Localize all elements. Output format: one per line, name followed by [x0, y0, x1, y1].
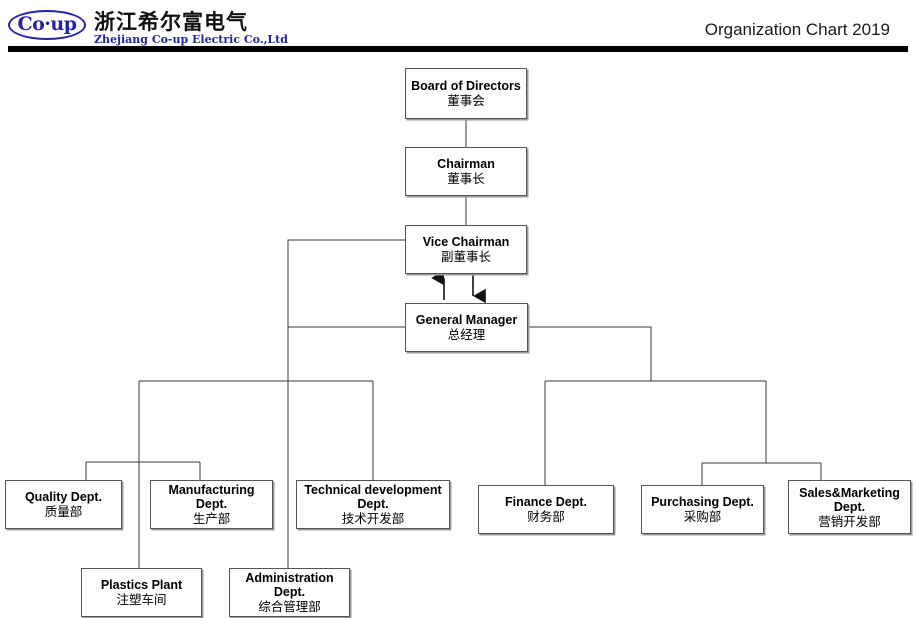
node-finance-dept[interactable]: Finance Dept. 财务部	[478, 485, 614, 534]
node-label-en: Administration Dept.	[245, 571, 334, 599]
edge-gm-right-stub	[528, 326, 652, 381]
header-divider	[8, 46, 908, 52]
company-name-chinese: 浙江希尔富电气	[94, 10, 248, 34]
node-label-en: Finance Dept.	[505, 495, 587, 509]
node-label-en: Vice Chairman	[422, 235, 510, 249]
node-label-en: Manufacturing Dept.	[168, 483, 255, 511]
node-label-cn: 综合管理部	[258, 599, 321, 614]
node-plastics-plant[interactable]: Plastics Plant 注塑车间	[81, 568, 202, 617]
node-chairman[interactable]: Chairman 董事长	[405, 147, 527, 196]
page-title: Organization Chart 2019	[704, 20, 890, 39]
node-administration-dept[interactable]: Administration Dept. 综合管理部	[229, 568, 350, 617]
node-general-manager[interactable]: General Manager 总经理	[405, 303, 528, 352]
node-quality-dept[interactable]: Quality Dept. 质量部	[5, 480, 122, 529]
node-label-cn: 财务部	[527, 509, 565, 524]
org-chart-connectors	[85, 119, 822, 568]
node-vice-chairman[interactable]: Vice Chairman 副董事长	[405, 225, 527, 274]
node-label-cn: 副董事长	[440, 249, 491, 264]
node-label-cn: 技术开发部	[341, 511, 405, 526]
page-header: Co·up 浙江希尔富电气 Zhejiang Co-up Electric Co…	[0, 0, 916, 56]
edge-vice-to-administration	[287, 239, 405, 568]
node-label-cn: 注塑车间	[116, 592, 167, 607]
company-name-english: Zhejiang Co-up Electric Co.,Ltd	[94, 33, 288, 46]
node-technical-development-dept[interactable]: Technical development Dept. 技术开发部	[296, 480, 450, 529]
company-logo: Co·up 浙江希尔富电气 Zhejiang Co-up Electric Co…	[8, 4, 288, 46]
node-label-cn: 质量部	[44, 504, 83, 519]
node-manufacturing-dept[interactable]: Manufacturing Dept. 生产部	[150, 480, 273, 529]
node-label-cn: 董事长	[447, 171, 485, 186]
node-label-en: Quality Dept.	[24, 490, 103, 504]
logo-mark-text: Co·up	[17, 12, 77, 35]
node-purchasing-dept[interactable]: Purchasing Dept. 采购部	[641, 485, 764, 534]
node-label-cn: 董事会	[447, 93, 485, 108]
node-label-cn: 采购部	[683, 509, 722, 524]
org-chart-canvas: Board of Directors 董事会 Chairman 董事长 Vice…	[0, 56, 916, 618]
node-label-en: Chairman	[437, 157, 495, 171]
node-label-cn: 总经理	[447, 327, 486, 342]
co-up-oval-logo-icon: Co·up	[8, 10, 86, 40]
node-label-cn: 营销开发部	[818, 513, 881, 529]
node-sales-marketing-dept[interactable]: Sales&Marketing Dept. 营销开发部	[788, 480, 911, 534]
node-label-en: Plastics Plant	[100, 578, 183, 592]
node-label-cn: 生产部	[192, 511, 231, 526]
node-label-en: General Manager	[415, 313, 518, 327]
node-label-en: Technical development Dept.	[304, 483, 442, 511]
node-board-of-directors[interactable]: Board of Directors 董事会	[405, 68, 527, 119]
node-label-en: Purchasing Dept.	[651, 495, 754, 509]
node-label-en: Board of Directors	[411, 79, 521, 93]
node-label-en: Sales&Marketing Dept.	[799, 485, 900, 514]
